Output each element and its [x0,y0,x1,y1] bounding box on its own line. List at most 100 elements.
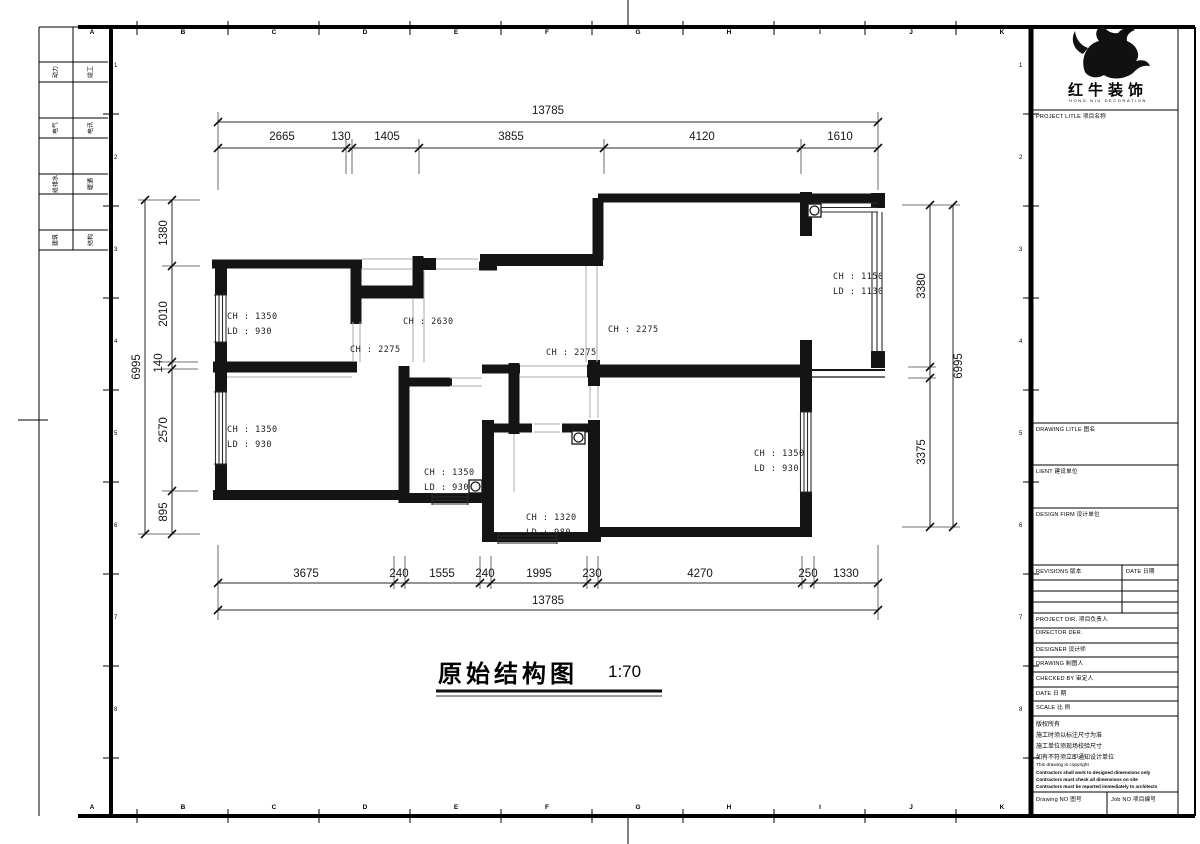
field-job-no: Job NO 项目编号 [1111,797,1157,803]
plan-scale: 1:70 [608,662,642,681]
dim-top-seg: 130 [331,131,351,143]
dim-bottom-seg: 1555 [429,568,455,580]
grid-number-left: 7 [114,615,118,621]
binding-label: 建筑 [53,233,60,247]
dim-left-seg: 895 [158,502,170,522]
note-line: This drawing is copyright [1036,763,1089,768]
binding-label: 结构 [88,233,95,247]
dim-bottom-seg: 250 [798,568,818,580]
binding-label: 竣工 [88,65,95,79]
room-label: LD : 1130 [833,287,884,297]
grid-number-left: 4 [114,339,118,345]
registered-mark: ® [1124,26,1131,36]
note-line: 如有不符须立即通知设计单位 [1036,755,1115,761]
dim-bottom-seg: 240 [389,568,409,580]
room-label: CH : 1350 [424,468,475,478]
grid-letter-top: B [180,29,186,36]
binding-label: 暖通 [88,177,95,191]
grid-number-right: 8 [1019,707,1023,713]
room-label: LD : 930 [227,327,272,337]
grid-letter-bottom: F [545,804,549,811]
dim-bottom-seg: 240 [475,568,495,580]
grid-letter-top: J [909,29,913,36]
grid-number-left: 1 [114,63,118,69]
note-line: 施工单位须现场校验尺寸 [1036,744,1103,750]
brand-logo-bull-icon [1072,25,1150,79]
grid-number-right: 3 [1019,247,1023,253]
grid-letter-top: F [545,29,549,36]
grid-letter-top: D [362,29,368,36]
dim-top-total: 13785 [532,105,564,117]
dim-bottom-seg: 1995 [526,568,552,580]
plan-openings [227,258,599,492]
field-client: LIENT 建设单位 [1036,469,1078,475]
grid-letter-top: I [819,29,821,36]
grid-number-right: 4 [1019,339,1023,345]
room-label: CH : 1150 [833,272,884,282]
dim-left-seg: 2010 [158,301,170,327]
note-line: Contractors must be reported immediately… [1036,784,1158,789]
balcony-corner-block-bottom [871,351,885,368]
grid-number-left: 2 [114,155,118,161]
grid-letter-bottom: K [999,804,1005,811]
dim-right-seg: 3380 [916,273,928,299]
grid-number-right: 6 [1019,523,1023,529]
room-label: CH : 1350 [227,425,278,435]
room-label: CH : 2275 [546,348,597,358]
grid-letter-bottom: I [819,804,821,811]
dim-bottom-total: 13785 [532,595,564,607]
field-rev-date: DATE 日期 [1126,569,1155,575]
grid-letter-bottom: B [180,804,186,811]
grid-number-left: 3 [114,247,118,253]
grid-number-right: 2 [1019,155,1023,161]
field-drawing-no: Drawing NO 图号 [1036,797,1082,803]
dim-top-seg: 3855 [498,131,524,143]
room-label: CH : 1350 [227,312,278,322]
grid-letter-top: K [999,29,1005,36]
room-label: CH : 1320 [526,513,577,523]
dim-top-seg: 4120 [689,131,715,143]
grid-letter-bottom: D [362,804,368,811]
grid-number-left: 5 [114,431,118,437]
flue-symbols [468,203,822,494]
grid-letter-bottom: C [271,804,277,811]
room-label: CH : 2630 [403,317,454,327]
field-scale: SCALE 比 例 [1036,705,1071,711]
grid-letter-top: E [453,29,459,36]
dim-left-seg: 1380 [158,220,170,246]
grid-letter-bottom: J [909,804,913,811]
dim-left-seg: 2570 [158,417,170,443]
brand-caption: HONG NIU DECORATION [1069,98,1147,103]
grid-number-left: 8 [114,707,118,713]
grid-letter-bottom: H [726,804,732,811]
plan-windows [214,202,883,544]
dim-top-seg: 1610 [827,131,853,143]
binding-label: 电气 [53,121,60,135]
field-revisions: REVISIONS 版本 [1036,569,1082,575]
grid-letter-top: A [89,29,95,36]
grid-letter-bottom: G [635,804,641,811]
field-project-dir: PROJECT DIR. 项目负责人 [1036,617,1108,623]
grid-number-right: 1 [1019,63,1023,69]
field-design-firm: DESIGN FIRM 设计单位 [1036,512,1100,518]
room-label: CH : 2275 [608,325,659,335]
plan-title-underline [436,689,662,697]
plan-walls [212,192,885,542]
grid-letter-bottom: A [89,804,95,811]
dim-bottom-seg: 4270 [687,568,713,580]
field-date: DATE 日 期 [1036,691,1067,697]
grid-letter-top: C [271,29,277,36]
field-checked-by: CHECKED BY 审定人 [1036,676,1094,682]
field-project-title: PROJECT LITLE 项目名称 [1036,114,1107,120]
grid-number-right: 5 [1019,431,1023,437]
field-drawing-title: DRAWING LITLE 图名 [1036,427,1096,433]
field-director: DIRECTOR DER. [1036,630,1083,636]
note-line: Contractors must check all dimensions on… [1036,777,1138,782]
room-label: CH : 1350 [754,449,805,459]
grid-letter-top: G [635,29,641,36]
grid-number-right: 7 [1019,615,1023,621]
grid-number-left: 6 [114,523,118,529]
note-line: Contractors shall work to designed dimen… [1036,770,1151,775]
